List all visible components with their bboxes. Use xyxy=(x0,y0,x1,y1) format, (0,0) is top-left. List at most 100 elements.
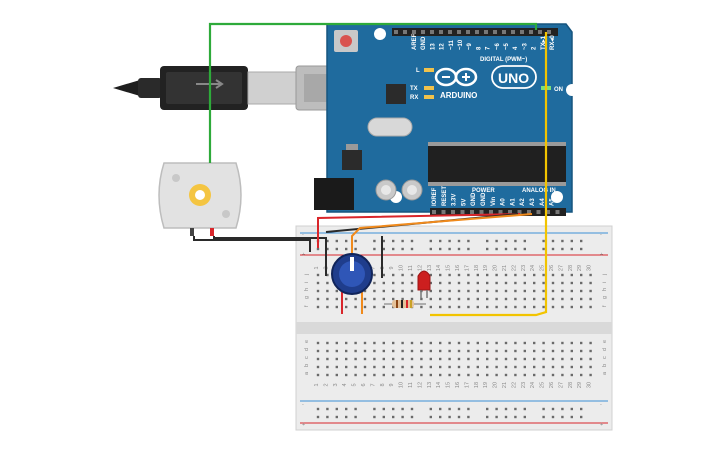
breadboard-hole[interactable] xyxy=(326,349,329,353)
breadboard-hole[interactable] xyxy=(410,357,414,361)
breadboard-hole[interactable] xyxy=(392,281,395,285)
breadboard-hole[interactable] xyxy=(533,305,536,309)
breadboard-hole[interactable] xyxy=(316,349,320,353)
breadboard-hole[interactable] xyxy=(354,239,357,243)
breadboard-hole[interactable] xyxy=(401,289,404,293)
breadboard-hole[interactable] xyxy=(504,297,508,301)
breadboard-hole[interactable] xyxy=(533,365,536,369)
breadboard-hole[interactable] xyxy=(354,297,357,301)
header-pin[interactable] xyxy=(451,210,455,214)
breadboard-hole[interactable] xyxy=(514,357,517,361)
wire-black-motor-2[interactable] xyxy=(213,236,327,276)
breadboard-hole[interactable] xyxy=(335,365,338,369)
breadboard-hole[interactable] xyxy=(373,273,376,277)
breadboard-hole[interactable] xyxy=(467,281,470,285)
breadboard-hole[interactable] xyxy=(439,365,442,369)
breadboard-hole[interactable] xyxy=(495,247,498,251)
breadboard-hole[interactable] xyxy=(457,297,461,301)
breadboard-hole[interactable] xyxy=(495,373,498,377)
breadboard-hole[interactable] xyxy=(448,247,451,251)
breadboard-hole[interactable] xyxy=(410,289,414,293)
breadboard-hole[interactable] xyxy=(382,297,385,301)
breadboard-hole[interactable] xyxy=(354,357,357,361)
breadboard-hole[interactable] xyxy=(326,357,329,361)
breadboard-hole[interactable] xyxy=(335,349,338,353)
breadboard-hole[interactable] xyxy=(467,365,470,369)
breadboard-hole[interactable] xyxy=(363,365,367,369)
breadboard-hole[interactable] xyxy=(316,415,320,419)
header-pin[interactable] xyxy=(555,210,560,214)
header-pin[interactable] xyxy=(475,30,479,34)
breadboard-hole[interactable] xyxy=(476,357,479,361)
breadboard-hole[interactable] xyxy=(580,281,583,285)
breadboard-hole[interactable] xyxy=(570,341,573,345)
breadboard-hole[interactable] xyxy=(345,239,348,243)
breadboard-hole[interactable] xyxy=(420,305,423,309)
breadboard-hole[interactable] xyxy=(392,289,395,293)
breadboard-hole[interactable] xyxy=(504,365,508,369)
breadboard-hole[interactable] xyxy=(326,239,329,243)
breadboard-hole[interactable] xyxy=(354,365,357,369)
breadboard-hole[interactable] xyxy=(523,373,526,377)
breadboard-hole[interactable] xyxy=(580,239,583,243)
breadboard-hole[interactable] xyxy=(410,247,414,251)
breadboard-hole[interactable] xyxy=(570,289,573,293)
breadboard-hole[interactable] xyxy=(523,357,526,361)
breadboard-hole[interactable] xyxy=(514,305,517,309)
breadboard-hole[interactable] xyxy=(448,357,451,361)
breadboard-hole[interactable] xyxy=(373,365,376,369)
breadboard-hole[interactable] xyxy=(514,373,517,377)
breadboard-hole[interactable] xyxy=(476,349,479,353)
breadboard-hole[interactable] xyxy=(382,289,385,293)
breadboard-hole[interactable] xyxy=(551,373,555,377)
breadboard-hole[interactable] xyxy=(316,365,320,369)
breadboard-hole[interactable] xyxy=(504,239,508,243)
breadboard-hole[interactable] xyxy=(467,415,470,419)
breadboard-hole[interactable] xyxy=(392,349,395,353)
breadboard-hole[interactable] xyxy=(504,407,508,411)
breadboard-hole[interactable] xyxy=(382,349,385,353)
header-pin[interactable] xyxy=(484,30,488,34)
header-pin[interactable] xyxy=(479,210,484,214)
breadboard-hole[interactable] xyxy=(382,305,385,309)
breadboard-hole[interactable] xyxy=(533,349,536,353)
breadboard-hole[interactable] xyxy=(542,349,545,353)
breadboard-hole[interactable] xyxy=(345,357,348,361)
breadboard-hole[interactable] xyxy=(523,341,526,345)
breadboard-hole[interactable] xyxy=(551,365,555,369)
breadboard-hole[interactable] xyxy=(542,239,545,243)
breadboard-hole[interactable] xyxy=(448,297,451,301)
header-pin[interactable] xyxy=(520,30,524,34)
breadboard-hole[interactable] xyxy=(580,273,583,277)
breadboard-hole[interactable] xyxy=(363,305,367,309)
breadboard-hole[interactable] xyxy=(448,365,451,369)
breadboard-hole[interactable] xyxy=(335,239,338,243)
breadboard-hole[interactable] xyxy=(326,273,329,277)
breadboard-hole[interactable] xyxy=(486,415,489,419)
breadboard-hole[interactable] xyxy=(580,247,583,251)
breadboard-hole[interactable] xyxy=(580,289,583,293)
breadboard-hole[interactable] xyxy=(363,373,367,377)
breadboard-hole[interactable] xyxy=(486,341,489,345)
breadboard-hole[interactable] xyxy=(363,349,367,353)
breadboard-hole[interactable] xyxy=(316,273,320,277)
breadboard-hole[interactable] xyxy=(486,297,489,301)
breadboard-hole[interactable] xyxy=(476,341,479,345)
breadboard-hole[interactable] xyxy=(401,239,404,243)
breadboard-hole[interactable] xyxy=(561,373,564,377)
breadboard-hole[interactable] xyxy=(439,289,442,293)
breadboard-hole[interactable] xyxy=(589,373,592,377)
header-pin[interactable] xyxy=(547,30,551,34)
breadboard-hole[interactable] xyxy=(580,305,583,309)
breadboard-hole[interactable] xyxy=(373,305,376,309)
breadboard-hole[interactable] xyxy=(570,373,573,377)
breadboard-hole[interactable] xyxy=(392,273,395,277)
header-pin[interactable] xyxy=(466,30,470,34)
breadboard-hole[interactable] xyxy=(457,281,461,285)
breadboard-hole[interactable] xyxy=(382,273,385,277)
breadboard-hole[interactable] xyxy=(467,289,470,293)
breadboard-hole[interactable] xyxy=(561,297,564,301)
breadboard-hole[interactable] xyxy=(514,247,517,251)
breadboard-hole[interactable] xyxy=(354,373,357,377)
breadboard-hole[interactable] xyxy=(354,305,357,309)
